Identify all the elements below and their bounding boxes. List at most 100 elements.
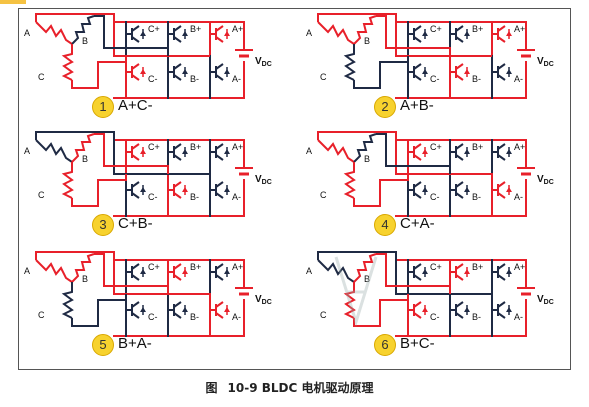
step-number-badge: 6 — [374, 334, 396, 356]
winding-a — [317, 259, 355, 283]
phase-b-label: B — [82, 36, 88, 46]
switch-b-plus — [168, 143, 188, 161]
label-c-plus: C+ — [148, 142, 160, 152]
label-a-minus: A- — [232, 312, 241, 322]
switch-c-plus — [126, 143, 146, 161]
phase-b-label: B — [364, 274, 370, 284]
vdc-label: VDC — [537, 56, 554, 68]
phase-combo-label: B+C- — [400, 335, 435, 352]
switch-a-plus — [210, 25, 230, 43]
phase-a-lead — [317, 251, 492, 295]
dc-supply-symbol — [517, 167, 535, 176]
phase-b-lead — [94, 253, 169, 294]
winding-c — [343, 162, 356, 199]
step-number-badge: 5 — [92, 334, 114, 356]
label-c-plus: C+ — [430, 24, 442, 34]
winding-a — [35, 139, 73, 163]
figure-caption: 图 10-9 BLDC 电机驱动原理 — [0, 379, 589, 396]
phase-b-label: B — [82, 274, 88, 284]
phase-a-label: A — [24, 146, 30, 156]
winding-c — [343, 44, 356, 81]
switch-c-plus — [126, 263, 146, 281]
label-c-minus: C- — [148, 312, 158, 322]
caption-prefix: 图 — [205, 381, 218, 395]
phase-a-label: A — [306, 146, 312, 156]
winding-a — [317, 139, 355, 163]
label-c-plus: C+ — [430, 142, 442, 152]
vdc-label: VDC — [255, 56, 272, 68]
label-b-plus: B+ — [472, 142, 483, 152]
switch-a-minus — [492, 63, 512, 81]
dc-supply-symbol — [517, 49, 535, 58]
dc-supply-symbol — [235, 49, 253, 58]
vdc-label: VDC — [255, 174, 272, 186]
winding-c — [61, 44, 74, 81]
step-number-badge: 2 — [374, 96, 396, 118]
switch-a-plus — [210, 263, 230, 281]
switch-c-minus — [408, 181, 428, 199]
phase-c-label: C — [320, 190, 327, 200]
phase-a-lead — [35, 251, 210, 295]
winding-b — [71, 15, 95, 45]
phase-a-lead — [317, 13, 492, 57]
switch-c-plus — [126, 25, 146, 43]
phase-b-lead — [94, 15, 169, 56]
vdc-label: VDC — [537, 174, 554, 186]
switch-c-minus — [126, 181, 146, 199]
phase-a-label: A — [24, 28, 30, 38]
switch-c-minus — [408, 63, 428, 81]
corner-accent — [0, 0, 26, 4]
label-c-minus: C- — [148, 74, 158, 84]
label-a-plus: A+ — [514, 262, 525, 272]
caption-text: 10-9 BLDC 电机驱动原理 — [227, 381, 374, 395]
switch-b-plus — [450, 25, 470, 43]
phase-a-label: A — [306, 266, 312, 276]
switch-c-plus — [408, 263, 428, 281]
switch-a-minus — [210, 181, 230, 199]
winding-b — [71, 253, 95, 283]
label-a-plus: A+ — [232, 142, 243, 152]
switch-a-minus — [492, 181, 512, 199]
switch-b-plus — [450, 143, 470, 161]
label-a-plus: A+ — [514, 142, 525, 152]
phase-c-lead — [71, 56, 127, 89]
switch-a-minus — [210, 301, 230, 319]
switch-a-minus — [492, 301, 512, 319]
phase-combo-label: A+C- — [118, 97, 153, 114]
switch-c-plus — [408, 25, 428, 43]
label-b-minus: B- — [190, 74, 199, 84]
phase-c-lead — [353, 56, 409, 89]
label-a-plus: A+ — [514, 24, 525, 34]
switch-b-minus — [168, 301, 188, 319]
label-b-minus: B- — [472, 312, 481, 322]
switch-b-plus — [168, 263, 188, 281]
phase-combo-label: B+A- — [118, 335, 152, 352]
label-a-minus: A- — [232, 192, 241, 202]
label-c-plus: C+ — [148, 262, 160, 272]
label-a-minus: A- — [514, 312, 523, 322]
winding-b — [353, 133, 377, 163]
vdc-label: VDC — [537, 294, 554, 306]
winding-c — [343, 282, 356, 319]
dc-supply-symbol — [235, 167, 253, 176]
phase-b-lead — [376, 15, 451, 56]
phase-b-lead — [94, 133, 169, 174]
switch-b-minus — [168, 181, 188, 199]
label-a-minus: A- — [514, 74, 523, 84]
switch-c-minus — [126, 63, 146, 81]
phase-c-lead — [71, 294, 127, 327]
figure-frame — [18, 8, 571, 370]
switch-b-plus — [168, 25, 188, 43]
label-c-minus: C- — [148, 192, 158, 202]
label-b-plus: B+ — [190, 24, 201, 34]
phase-c-lead — [353, 174, 409, 207]
label-b-minus: B- — [472, 74, 481, 84]
switch-b-plus — [450, 263, 470, 281]
label-c-plus: C+ — [430, 262, 442, 272]
